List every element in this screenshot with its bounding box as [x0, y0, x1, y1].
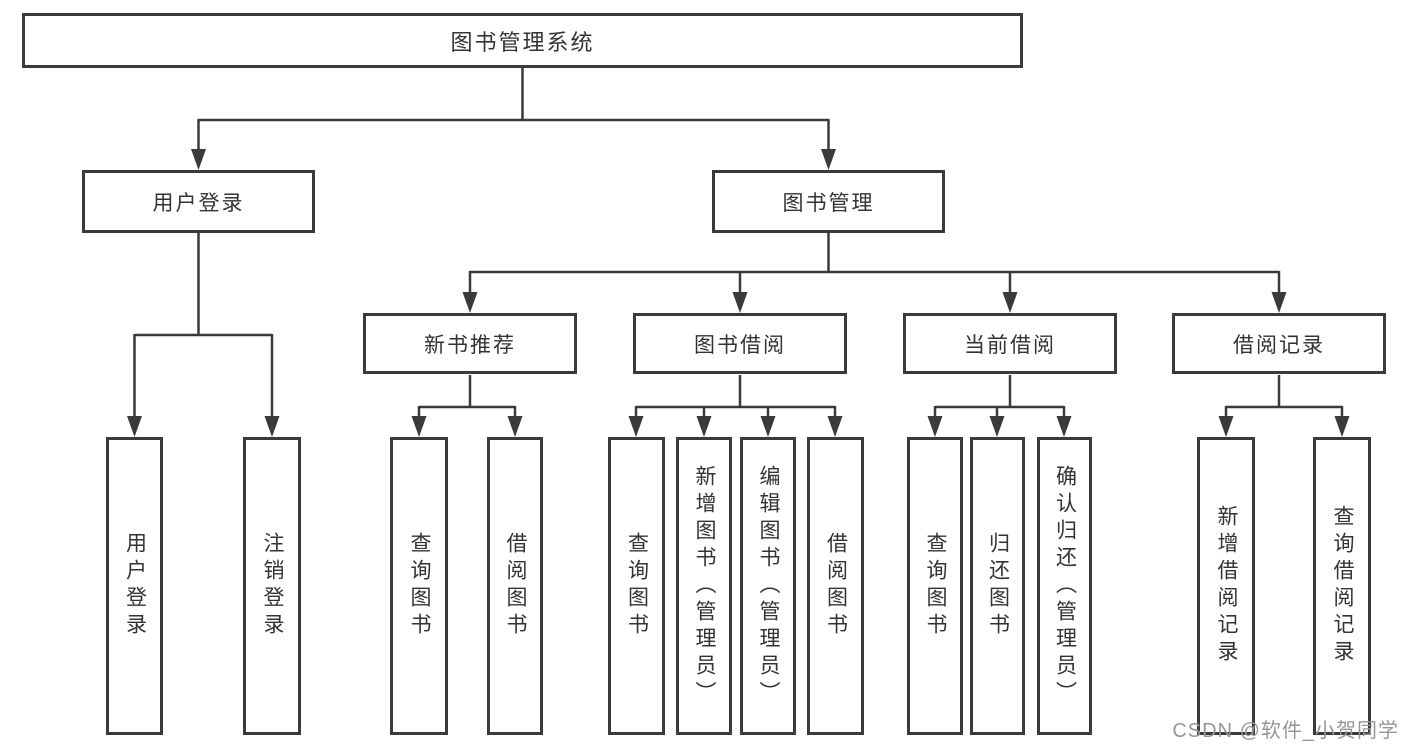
arrow-down-icon [1002, 292, 1018, 313]
node-new-book-recommend: 新书推荐 [363, 313, 577, 374]
arrow-down-icon [1056, 416, 1072, 437]
leaf-return-books: 归还图书 [970, 437, 1025, 735]
arrow-down-icon [1271, 292, 1287, 313]
arrow-down-icon [628, 416, 644, 437]
arrow-down-icon [696, 416, 712, 437]
connector-borrow-records-to-leaves [1218, 375, 1350, 437]
leaf-add-borrow-record: 新增借阅记录 [1197, 437, 1255, 735]
arrow-down-icon [411, 416, 427, 437]
connector-current-borrow-to-leaves [927, 375, 1072, 437]
node-borrow-records: 借阅记录 [1172, 313, 1386, 374]
leaf-query-books-borrow: 查询图书 [608, 437, 665, 735]
arrow-down-icon [1334, 416, 1350, 437]
connector-book-borrow-to-leaves [628, 375, 843, 437]
arrow-down-icon [827, 416, 843, 437]
arrow-down-icon [760, 416, 776, 437]
leaf-borrow-books: 借阅图书 [807, 437, 864, 735]
leaf-confirm-return-admin: 确认归还（管理员） [1037, 437, 1092, 735]
leaf-logout: 注销登录 [243, 437, 301, 735]
leaf-query-borrow-record: 查询借阅记录 [1313, 437, 1371, 735]
node-book-management: 图书管理 [712, 170, 945, 233]
node-library-management-system: 图书管理系统 [22, 13, 1023, 68]
arrow-down-icon [507, 416, 523, 437]
arrow-down-icon [821, 149, 836, 170]
leaf-borrow-books-recommend: 借阅图书 [487, 437, 543, 735]
node-user-login: 用户登录 [82, 170, 315, 233]
csdn-watermark: CSDN @软件_小贺同学 [1172, 720, 1399, 742]
connector-book-management-to-level3 [462, 233, 1287, 313]
connector-user-login-to-leaves [127, 233, 280, 437]
arrow-down-icon [191, 149, 206, 170]
arrow-down-icon [732, 292, 748, 313]
node-current-borrow: 当前借阅 [903, 313, 1117, 374]
arrow-down-icon [462, 292, 478, 313]
arrow-down-icon [127, 416, 142, 437]
arrow-down-icon [1218, 416, 1234, 437]
leaf-user-login: 用户登录 [106, 437, 163, 735]
arrow-down-icon [264, 416, 280, 437]
leaf-edit-books-admin: 编辑图书（管理员） [740, 437, 796, 735]
arrow-down-icon [927, 416, 943, 437]
leaf-add-books-admin: 新增图书（管理员） [676, 437, 732, 735]
connector-new-book-recommend-to-leaves [411, 375, 523, 437]
leaf-query-books-recommend: 查询图书 [390, 437, 448, 735]
arrow-down-icon [989, 416, 1005, 437]
connector-root-to-level2 [191, 68, 836, 170]
leaf-query-books-current: 查询图书 [907, 437, 963, 735]
node-book-borrow: 图书借阅 [633, 313, 847, 374]
